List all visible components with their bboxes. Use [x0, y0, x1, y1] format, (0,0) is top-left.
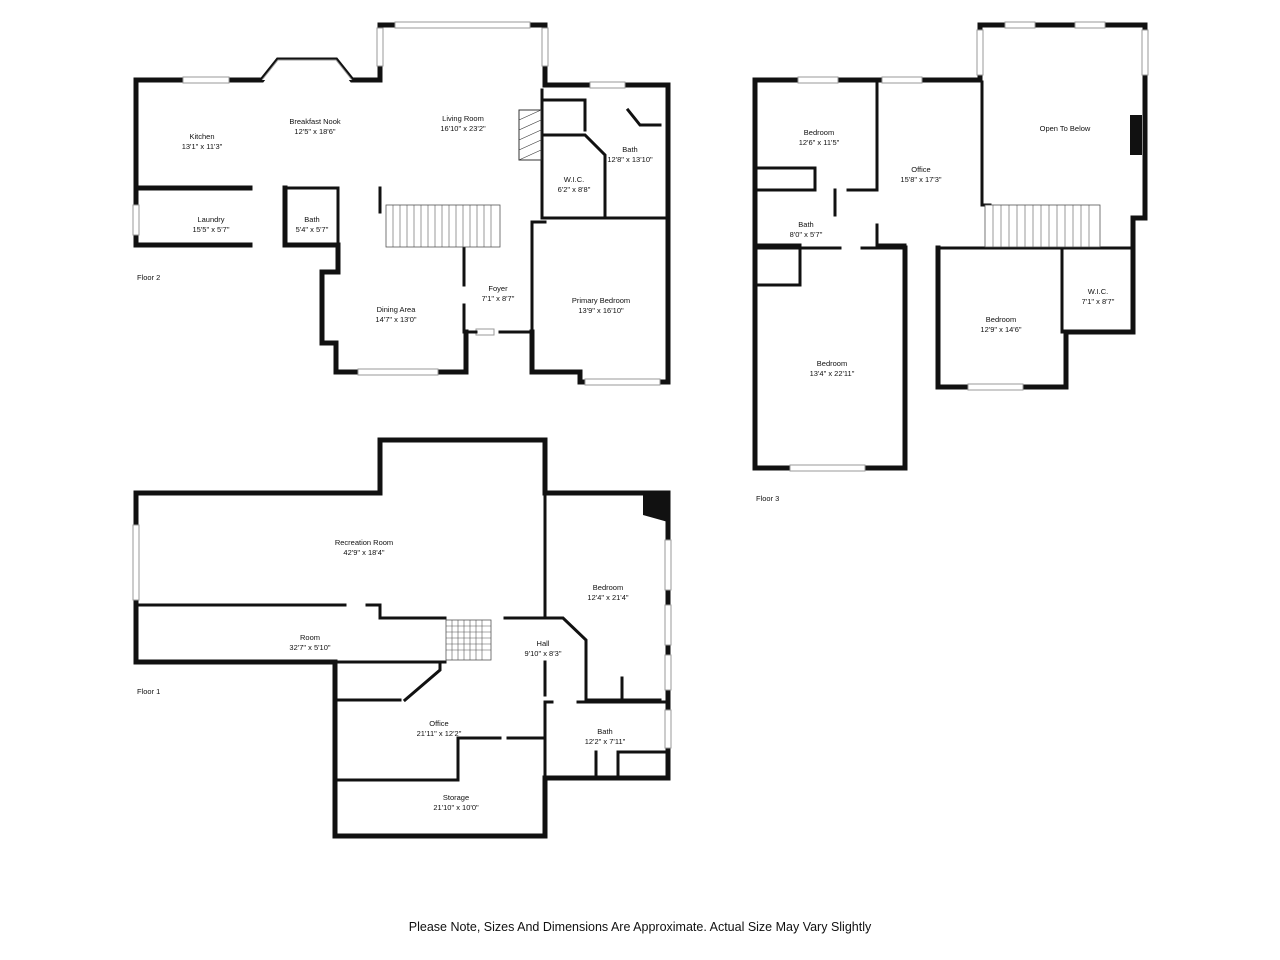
room-name-storage: Storage: [443, 793, 469, 802]
floor-2-label: Floor 2: [137, 273, 160, 282]
room-dims-laundry: 15'5" x 5'7": [193, 225, 230, 234]
room-name-living-room: Living Room: [442, 114, 484, 123]
room-dims-bedroom-f3-a: 12'6" x 11'5": [799, 138, 840, 147]
room-name-bath-small: Bath: [304, 215, 319, 224]
footer-note: Please Note, Sizes And Dimensions Are Ap…: [408, 920, 872, 934]
room-dims-storage: 21'10" x 10'0": [433, 803, 479, 812]
room-name-wic-f2: W.I.C.: [564, 175, 584, 184]
room-name-bedroom-f3-c: Bedroom: [817, 359, 847, 368]
room-name-dining-area: Dining Area: [377, 305, 417, 314]
room-dims-office-f3: 15'8" x 17'3": [900, 175, 941, 184]
floor-3-label: Floor 3: [756, 494, 779, 503]
room-name-hall-f1: Hall: [537, 639, 550, 648]
room-dims-primary-bedroom: 13'9" x 16'10": [578, 306, 624, 315]
room-dims-living-room: 16'10" x 23'2": [440, 124, 486, 133]
room-dims-bath-f1: 12'2" x 7'11": [585, 737, 626, 746]
room-name-bedroom-f3-a: Bedroom: [804, 128, 834, 137]
room-dims-recreation-room: 42'9" x 18'4": [343, 548, 384, 557]
room-dims-breakfast-nook: 12'5" x 18'6": [294, 127, 335, 136]
room-dims-hall-f1: 9'10" x 8'3": [525, 649, 562, 658]
room-name-bedroom-f3-b: Bedroom: [986, 315, 1016, 324]
room-dims-wic-f3: 7'1" x 8'7": [1082, 297, 1115, 306]
room-name-primary-bedroom: Primary Bedroom: [572, 296, 630, 305]
floor-2-plan: Kitchen 13'1" x 11'3" Breakfast Nook 12'…: [132, 21, 671, 386]
room-dims-bath-primary: 12'8" x 13'10": [607, 155, 653, 164]
room-name-office-f3: Office: [911, 165, 930, 174]
room-dims-bedroom-f3-c: 13'4" x 22'11": [810, 369, 855, 378]
room-dims-kitchen: 13'1" x 11'3": [182, 142, 223, 151]
room-dims-foyer: 7'1" x 8'7": [482, 294, 515, 303]
room-name-recreation-room: Recreation Room: [335, 538, 393, 547]
room-name-open-to-below: Open To Below: [1040, 124, 1091, 133]
room-dims-dining-area: 14'7" x 13'0": [375, 315, 416, 324]
room-name-wic-f3: W.I.C.: [1088, 287, 1108, 296]
floor-1-label: Floor 1: [137, 687, 160, 696]
room-name-bath-f1: Bath: [597, 727, 612, 736]
room-dims-bedroom-f1: 12'4" x 21'4": [587, 593, 628, 602]
floor-2-stairs: [385, 204, 501, 248]
room-dims-bath-f3: 8'0" x 5'7": [790, 230, 823, 239]
room-name-bath-primary: Bath: [622, 145, 637, 154]
room-name-bedroom-f1: Bedroom: [593, 583, 623, 592]
room-name-room-f1: Room: [300, 633, 320, 642]
room-dims-bedroom-f3-b: 12'9" x 14'6": [980, 325, 1021, 334]
floor-3-plan: Bedroom 12'6" x 11'5" Office 15'8" x 17'…: [752, 21, 1149, 503]
room-dims-room-f1: 32'7" x 5'10": [289, 643, 330, 652]
room-name-laundry: Laundry: [197, 215, 224, 224]
room-name-office-f1: Office: [429, 719, 448, 728]
floor-3-stairs: [984, 204, 1101, 248]
room-name-bath-f3: Bath: [798, 220, 813, 229]
room-name-kitchen: Kitchen: [189, 132, 214, 141]
floor-1-plan: Recreation Room 42'9" x 18'4" Bedroom 12…: [132, 437, 672, 839]
floor-1-stairs: [445, 619, 492, 661]
room-dims-office-f1: 21'11" x 12'2": [417, 729, 462, 738]
room-name-breakfast-nook: Breakfast Nook: [289, 117, 341, 126]
room-name-foyer: Foyer: [488, 284, 508, 293]
room-dims-bath-small: 5'4" x 5'7": [296, 225, 329, 234]
room-dims-wic-f2: 6'2" x 8'8": [558, 185, 591, 194]
